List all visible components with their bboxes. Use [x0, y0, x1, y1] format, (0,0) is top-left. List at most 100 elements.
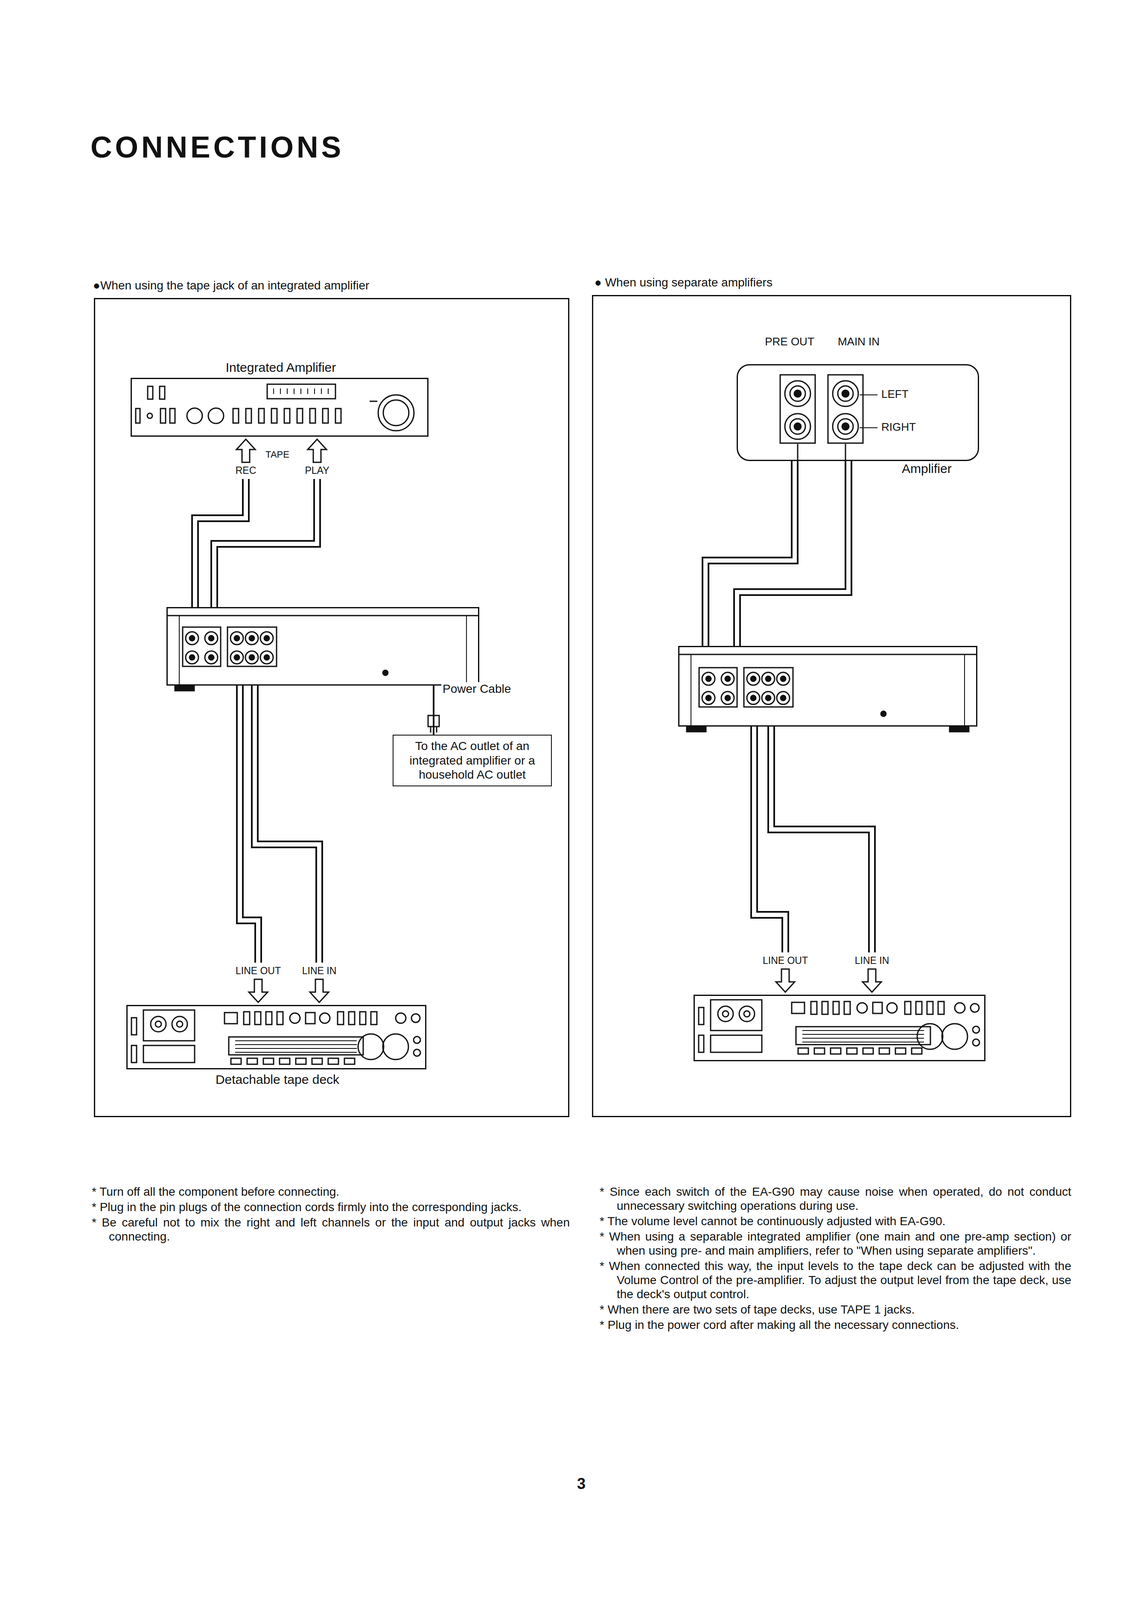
node-caption: ● When using separate amplifiers — [594, 275, 773, 290]
button — [328, 1058, 339, 1064]
cable-wire — [702, 460, 792, 646]
button — [284, 408, 290, 423]
button — [915, 1001, 922, 1015]
rca-jack-pin — [208, 635, 214, 641]
button — [131, 1017, 137, 1035]
detail-line — [859, 394, 878, 396]
detail-line — [320, 388, 322, 394]
button — [810, 1001, 817, 1015]
button — [322, 408, 329, 423]
cable-wire — [768, 726, 869, 953]
foot — [949, 726, 969, 732]
detail-line — [369, 400, 378, 403]
knob — [886, 1002, 898, 1013]
button — [245, 408, 252, 423]
rca-jack — [776, 672, 790, 686]
detail-line — [678, 653, 978, 656]
notes-column: * Turn off all the component before conn… — [91, 1184, 570, 1245]
detail-line — [293, 388, 295, 394]
button — [309, 408, 316, 423]
tape-reel — [717, 1005, 734, 1022]
detail-line — [235, 1040, 357, 1041]
detail-line — [166, 615, 480, 617]
cable-wire — [734, 460, 846, 646]
display-window — [795, 1026, 931, 1045]
rca-jack — [746, 691, 760, 705]
button — [147, 386, 153, 400]
button — [254, 1011, 261, 1025]
rca-jack-pin — [842, 390, 849, 397]
detail-line — [235, 1047, 357, 1049]
button — [911, 1047, 922, 1054]
cable-wire — [198, 478, 249, 607]
cable-wire — [751, 726, 783, 953]
cable-wire — [740, 460, 852, 646]
hollow-arrow — [775, 968, 795, 992]
rca-jack — [832, 380, 859, 407]
rca-jack-pin — [705, 695, 712, 701]
rca-jack — [260, 650, 274, 664]
button — [224, 1012, 238, 1024]
notes-column: * Since each switch of the EA-G90 may ca… — [599, 1184, 1072, 1333]
jack-plate — [699, 667, 738, 707]
outlet-note-box: To the AC outlet of an integrated amplif… — [392, 734, 552, 787]
note-text: * Since each switch of the EA-G90 may ca… — [599, 1184, 1072, 1213]
rca-jack — [832, 413, 859, 440]
screw — [382, 670, 388, 676]
button — [263, 1058, 274, 1064]
rca-jack-pin — [208, 654, 214, 660]
rca-jack — [837, 418, 854, 435]
page-number: 3 — [575, 1474, 587, 1493]
button — [279, 1058, 290, 1064]
hollow-arrow — [248, 979, 268, 1003]
button — [305, 1012, 315, 1024]
button — [258, 408, 265, 423]
cable-label: REC — [234, 464, 258, 477]
rca-jack — [185, 631, 199, 645]
note-text: * Plug in the pin plugs of the connectio… — [91, 1199, 570, 1214]
cable-wire — [257, 685, 323, 963]
button — [243, 1011, 250, 1025]
rca-jack — [204, 650, 218, 664]
rca-jack — [761, 672, 775, 686]
detail-line — [178, 615, 180, 686]
cassette-door — [710, 1034, 762, 1053]
cable-pair — [251, 685, 329, 1003]
cable-pair — [768, 726, 882, 992]
detail-line — [235, 1051, 357, 1053]
cable-label: LINE OUT — [761, 954, 810, 967]
cable-wire — [708, 460, 798, 646]
rca-jack-pin — [234, 635, 240, 641]
cable-pair — [192, 439, 256, 607]
rca-jack-pin — [780, 676, 786, 682]
rca-jack — [784, 413, 811, 440]
rca-jack — [837, 385, 854, 402]
cassette-door — [143, 1045, 195, 1063]
note-text: * When there are two sets of tape decks,… — [599, 1302, 1072, 1317]
box-text: To the AC outlet of an integrated amplif… — [397, 738, 547, 782]
panel-frame: ●When using the tape jack of an integrat… — [93, 297, 570, 1117]
button — [862, 1047, 874, 1054]
detail-line — [436, 726, 438, 733]
tape-reel — [150, 1016, 167, 1032]
button — [160, 408, 166, 423]
knob — [289, 1012, 301, 1024]
knob — [413, 1036, 421, 1044]
cable-label: LINE OUT — [234, 964, 283, 977]
detail-line — [964, 654, 965, 727]
jack-plate — [743, 667, 793, 707]
knob — [411, 1013, 420, 1023]
note-text: * When using a separable integrated ampl… — [599, 1229, 1072, 1258]
cable-wire — [432, 685, 435, 735]
note-text: * Be careful not to mix the right and le… — [91, 1215, 570, 1244]
button — [698, 1007, 704, 1025]
jack-plate — [827, 374, 863, 444]
rca-jack — [204, 631, 218, 645]
hollow-arrow — [862, 968, 882, 992]
button — [335, 408, 342, 423]
tape-reel — [171, 1016, 188, 1032]
button — [814, 1047, 825, 1054]
rca-jack-pin — [249, 654, 255, 660]
jack-plate — [227, 626, 277, 667]
knob — [208, 408, 224, 424]
